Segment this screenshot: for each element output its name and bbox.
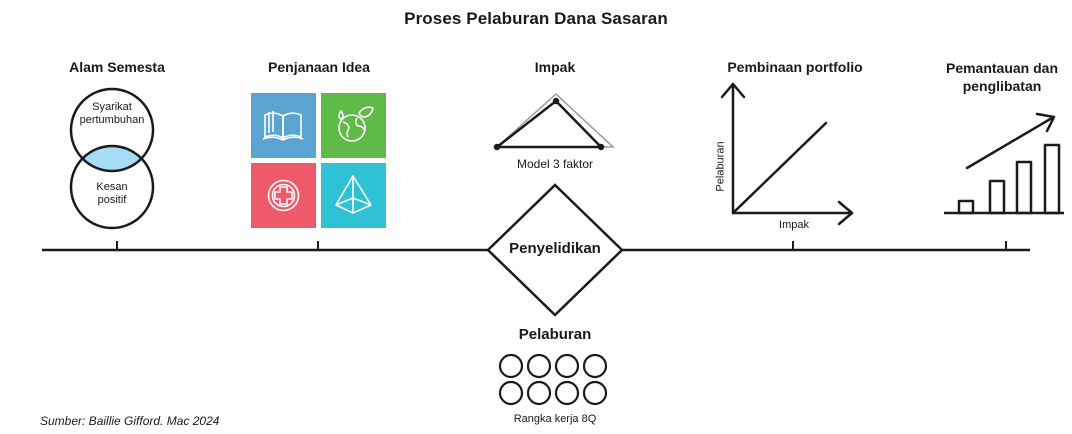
stage-title-idea-generation: Penjanaan Idea <box>268 59 370 75</box>
medical-cross-icon <box>267 179 300 212</box>
venn-circle-top <box>69 87 155 173</box>
investment-caption: Rangka kerja 8Q <box>513 413 597 425</box>
portfolio-axes <box>720 82 854 226</box>
tile-book <box>251 93 316 158</box>
stage-title-impact: Impak <box>534 59 576 75</box>
stage-title-portfolio: Pembinaan portfolio <box>727 59 863 75</box>
tile-health <box>251 163 316 228</box>
venn-label-bottom: Kesan positif <box>96 181 128 206</box>
venn-circle-bottom <box>69 144 155 230</box>
globe-leaf-icon <box>338 106 374 142</box>
research-label: Penyelidikan <box>509 240 601 257</box>
stage-title-monitoring: Pemantauan dan penglibatan <box>945 60 1059 94</box>
eight-q-circles <box>498 353 608 406</box>
book-icon <box>262 111 304 141</box>
diagram-title: Proses Pelaburan Dana Sasaran <box>404 9 668 28</box>
tile-globe <box>321 93 386 158</box>
pyramid-icon <box>335 175 372 214</box>
portfolio-y-axis-label: Pelaburan <box>714 141 727 192</box>
source-note: Sumber: Baillie Gifford. Mac 2024 <box>40 414 220 428</box>
venn-diagram <box>69 87 155 230</box>
research-diamond <box>486 183 624 317</box>
portfolio-x-axis-label: Impak <box>779 219 809 231</box>
investment-title: Pelaburan <box>518 326 592 343</box>
venn-label-top: Syarikat pertumbuhan <box>79 101 145 126</box>
stage-title-universe: Alam Semesta <box>69 59 165 75</box>
three-factor-triangle <box>493 92 615 151</box>
growth-bars <box>944 112 1064 215</box>
impact-caption: Model 3 faktor <box>516 157 594 171</box>
tile-pyramid <box>321 163 386 228</box>
